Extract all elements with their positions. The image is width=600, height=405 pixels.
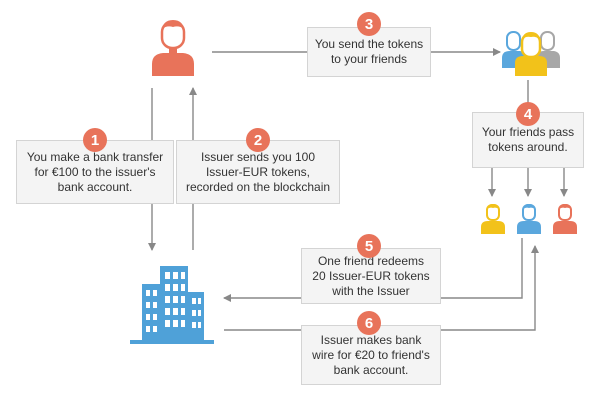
friend-yellow-icon bbox=[481, 204, 505, 234]
step-2-badge: 2 bbox=[246, 128, 270, 152]
step-1-text: You make a bank transfer for €100 to the… bbox=[26, 149, 164, 194]
step-3-badge: 3 bbox=[357, 12, 381, 36]
step-6-text: Issuer makes bank wire for €20 to friend… bbox=[312, 332, 430, 377]
issuer-building-icon bbox=[130, 266, 214, 344]
step-4-badge: 4 bbox=[516, 102, 540, 126]
friends-group-icon bbox=[502, 31, 560, 76]
step-2-text: Issuer sends you 100 Issuer-EUR tokens, … bbox=[185, 149, 331, 194]
step-5-badge: 5 bbox=[357, 234, 381, 258]
step-3-text: You send the tokens to your friends bbox=[314, 37, 424, 66]
you-person-icon bbox=[152, 20, 194, 76]
step-4-text: Your friends pass tokens around. bbox=[481, 125, 575, 154]
friend-blue-icon bbox=[517, 204, 541, 234]
step-5-text: One friend redeems 20 Issuer-EUR tokens … bbox=[312, 253, 430, 298]
friend-red-icon bbox=[553, 204, 577, 234]
step-6-box: Issuer makes bank wire for €20 to friend… bbox=[301, 325, 441, 385]
step-6-badge: 6 bbox=[357, 311, 381, 335]
step-1-badge: 1 bbox=[83, 128, 107, 152]
